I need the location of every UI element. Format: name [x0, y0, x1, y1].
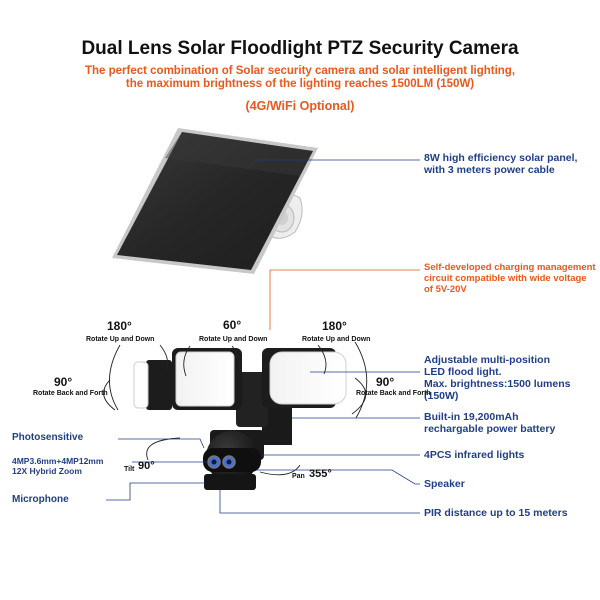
pan-prefix: Pan: [292, 473, 305, 480]
rotation-right-caption: Rotate Up and Down: [302, 336, 371, 343]
page-title: Dual Lens Solar Floodlight PTZ Security …: [81, 38, 519, 59]
tilt-prefix: Tilt: [124, 466, 135, 473]
callout-led-floodlight: Adjustable multi-position LED flood ligh…: [424, 354, 571, 402]
rotation-center-caption: Rotate Up and Down: [199, 336, 268, 343]
ptz-camera: [203, 430, 264, 490]
callout-speaker: Speaker: [424, 478, 465, 490]
rotation-left-back-degree: 90°: [54, 375, 73, 389]
rotation-right-back-caption: Rotate Back and Forth: [356, 390, 431, 397]
callout-infrared: 4PCS infrared lights: [424, 449, 525, 461]
leader-speaker: [256, 469, 420, 485]
label-microphone: Microphone: [12, 494, 69, 505]
callout-battery: Built-in 19,200mAh rechargable power bat…: [424, 411, 556, 435]
right-floodlight: [262, 348, 347, 408]
rotation-right-degree: 180°: [322, 319, 347, 333]
subtitle: The perfect combination of Solar securit…: [0, 65, 600, 91]
rotation-right-back-degree: 90°: [376, 375, 395, 389]
subtitle-line-2: the maximum brightness of the lighting r…: [125, 78, 475, 90]
solar-panel: [112, 128, 318, 274]
leader-microphone: [106, 482, 205, 501]
leader-pir: [219, 490, 420, 514]
connectivity-option: (4G/WiFi Optional): [245, 99, 355, 113]
tilt-degree: 90°: [138, 460, 155, 472]
callout-pir: PIR distance up to 15 meters: [424, 507, 568, 519]
left-floodlight: [133, 360, 172, 410]
pan-degree: 355°: [309, 468, 332, 480]
rotation-left-back-caption: Rotate Back and Forth: [33, 390, 108, 397]
callout-charging: Self-developed charging management circu…: [424, 262, 596, 295]
label-photosensitive: Photosensitive: [12, 432, 84, 443]
callout-solar-panel: 8W high efficiency solar panel, with 3 m…: [424, 152, 578, 176]
rotation-left-degree: 180°: [107, 319, 132, 333]
leader-photosensitive: [118, 438, 205, 449]
leader-charging: [269, 269, 420, 330]
rotation-left-caption: Rotate Up and Down: [86, 336, 155, 343]
label-lens: 4MP3.6mm+4MP12mm 12X Hybrid Zoom: [12, 456, 104, 476]
rotation-center-degree: 60°: [223, 318, 242, 332]
subtitle-line-1: The perfect combination of Solar securit…: [84, 65, 516, 77]
center-floodlight: [172, 348, 242, 410]
